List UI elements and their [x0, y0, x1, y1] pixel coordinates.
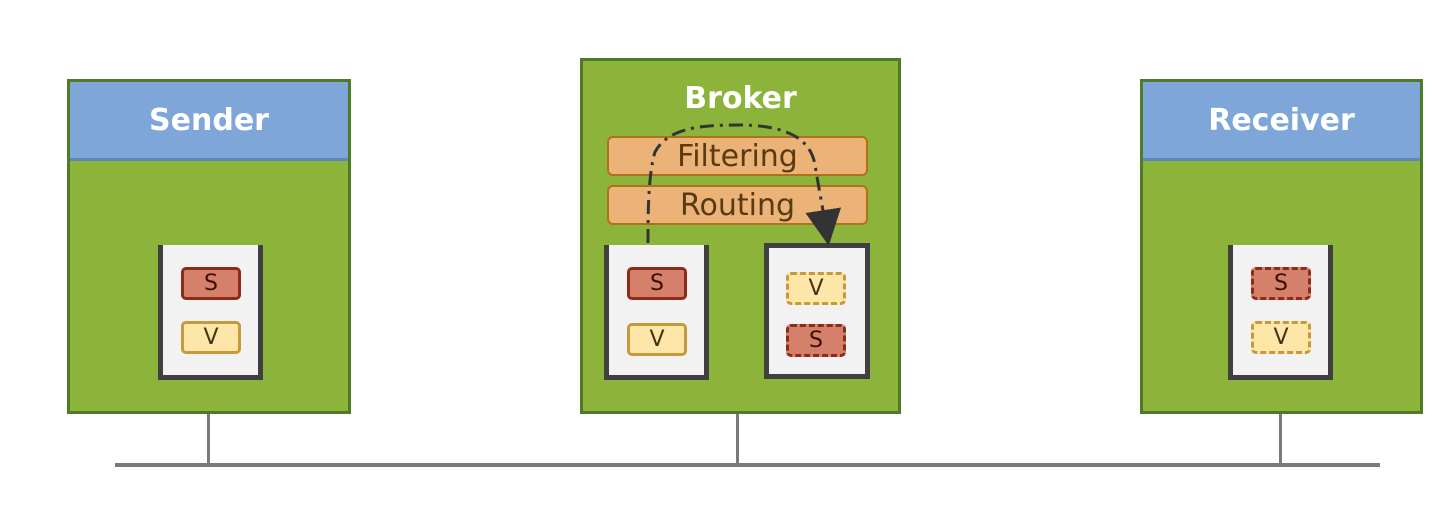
broker-title: Broker [684, 81, 797, 116]
sender-title: Sender [70, 82, 348, 161]
broker-outbound-message-s: S [786, 324, 846, 357]
sender-message-v: V [181, 321, 241, 354]
network-bus-line [115, 463, 1380, 467]
broker-outbound-queue: V S [764, 243, 870, 379]
receiver-node: Receiver S V [1140, 79, 1423, 414]
broker-inbound-message-v: V [627, 323, 687, 356]
broker-inbound-message-s: S [627, 267, 687, 300]
broker-network-connector [736, 412, 739, 464]
sender-network-connector [207, 412, 210, 464]
receiver-title: Receiver [1143, 82, 1420, 161]
receiver-network-connector [1279, 412, 1282, 464]
sender-node: Sender S V [67, 79, 351, 414]
broker-outbound-message-v: V [786, 272, 846, 305]
sender-queue: S V [158, 245, 263, 380]
broker-inbound-queue: S V [604, 245, 709, 380]
broker-node: Broker Filtering Routing S V V S [580, 58, 901, 414]
receiver-queue: S V [1228, 245, 1333, 380]
receiver-message-v: V [1251, 321, 1311, 354]
sender-message-s: S [181, 267, 241, 300]
filtering-function: Filtering [607, 136, 868, 176]
receiver-message-s: S [1251, 267, 1311, 300]
